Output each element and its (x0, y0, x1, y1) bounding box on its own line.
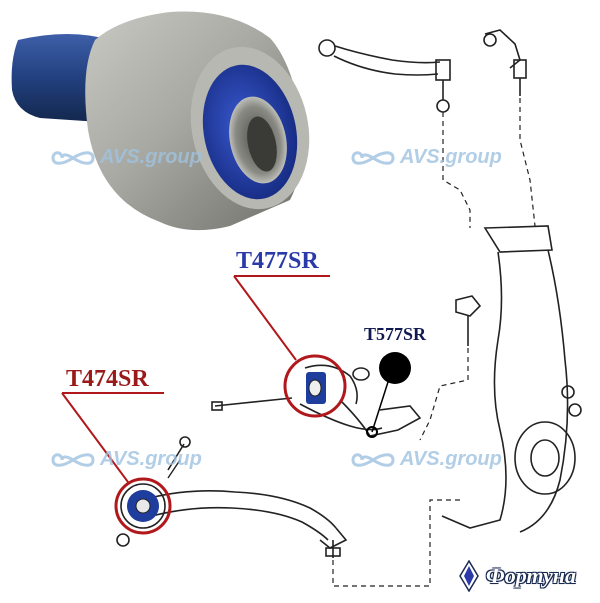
steering-knuckle (441, 225, 582, 533)
infinity-icon (351, 150, 395, 165)
watermark-text: AVS.group (100, 146, 202, 168)
label-t577sr: T577SR (364, 324, 427, 344)
infinity-icon (51, 150, 95, 165)
watermark-text: AVS.group (100, 448, 202, 470)
middle-arm (211, 364, 422, 437)
callout-lines (61, 275, 330, 483)
bolt (167, 459, 181, 479)
watermark-bottom-left: AVS.group (50, 448, 202, 471)
label-t477sr: T477SR (236, 248, 319, 274)
watermark-bottom-right: AVS.group (350, 448, 502, 471)
brand-text: Фортуна (486, 563, 576, 588)
infinity-icon (51, 452, 95, 467)
brand-logo-icon (459, 560, 479, 592)
watermark-top-right: AVS.group (350, 146, 502, 169)
watermark-top-left: AVS.group (50, 146, 202, 169)
watermark-text: AVS.group (400, 448, 502, 470)
bushing-photo (11, 11, 310, 231)
lower-control-arm (116, 436, 348, 558)
upper-control-arm (318, 29, 527, 113)
t474-bushing (114, 477, 172, 535)
label-t474sr: T474SR (66, 366, 149, 392)
infinity-icon (351, 452, 395, 467)
watermark-text: AVS.group (400, 146, 502, 168)
t577-marker (366, 352, 411, 438)
t477-bushing (283, 354, 347, 418)
assembly-lines (332, 98, 536, 587)
brand: Фортуна (458, 560, 576, 592)
